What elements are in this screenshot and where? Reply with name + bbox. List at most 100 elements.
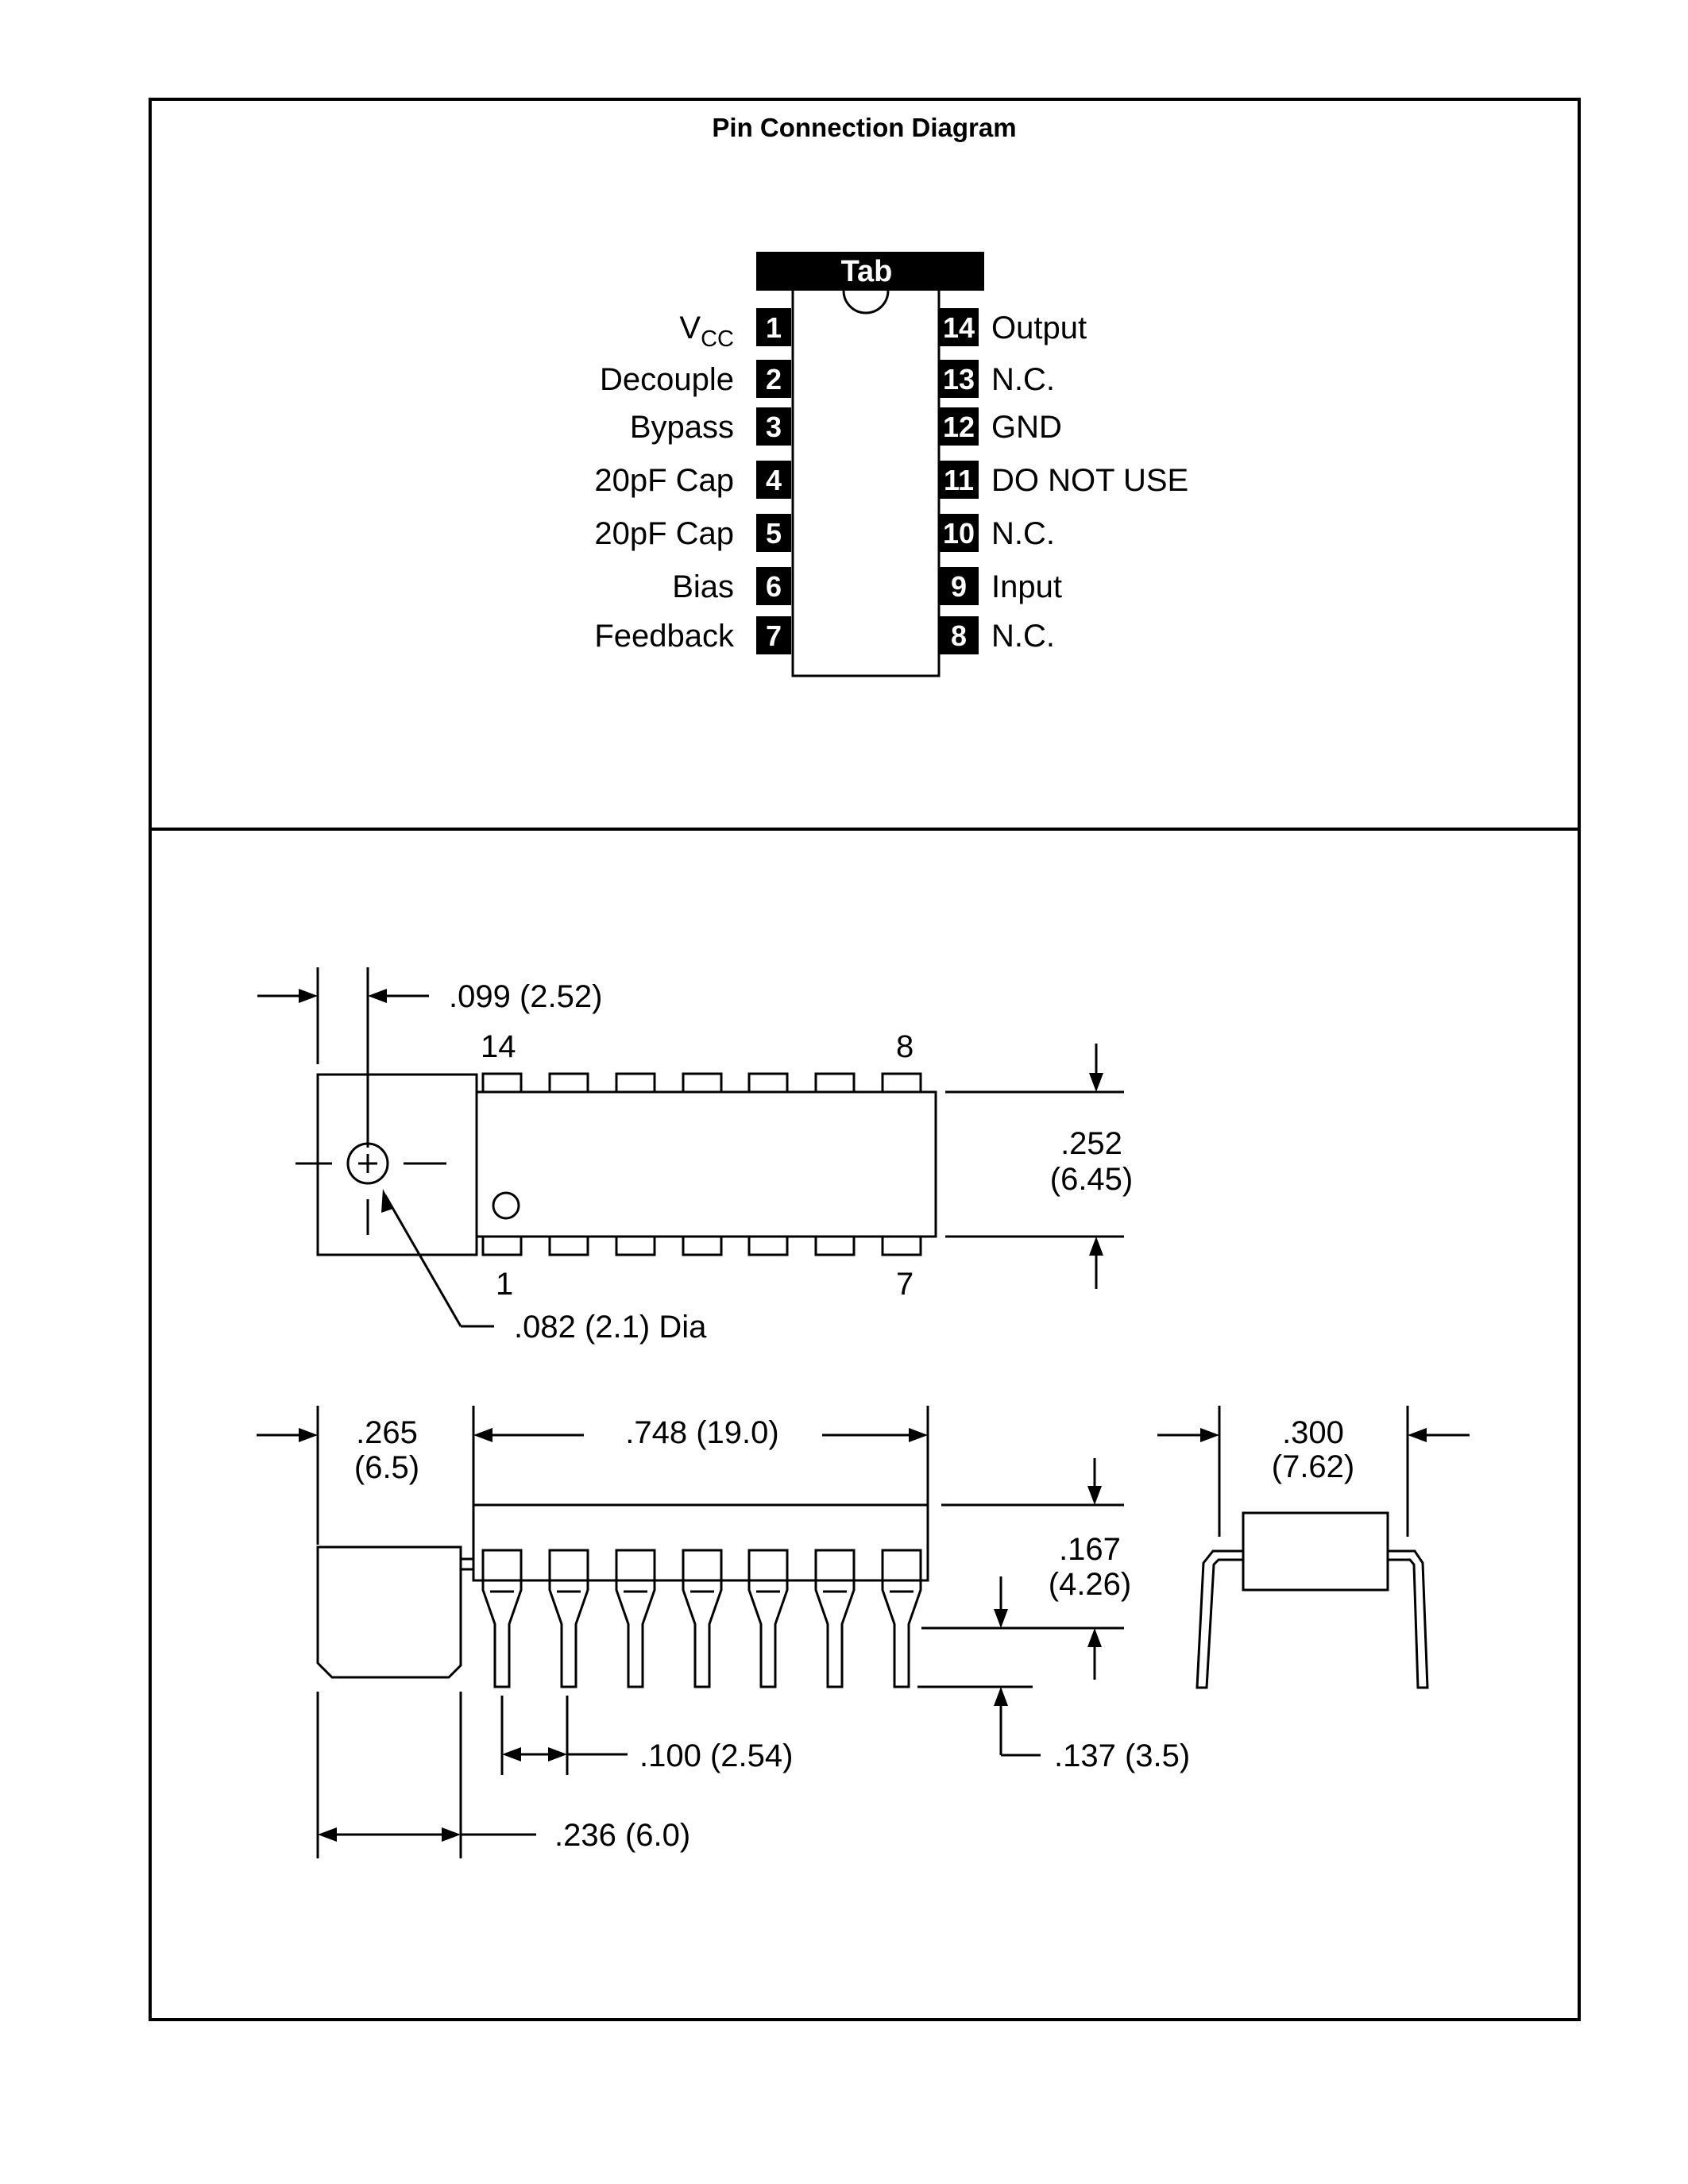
arrowhead (381, 1189, 393, 1213)
lead-stub (615, 1072, 656, 1094)
pin-number-box (756, 514, 791, 552)
lead-stub (814, 1072, 856, 1094)
pin-1: 1 VCC (679, 308, 791, 352)
arrowhead (1089, 1237, 1103, 1256)
outer-frame (149, 98, 1581, 2021)
pin-number-box (939, 308, 979, 346)
arrowhead (909, 1428, 928, 1442)
package-top-view (257, 967, 1124, 1328)
pin-13: 13 N.C. (939, 360, 1055, 398)
lead-stub (481, 1235, 523, 1256)
tab-label: Tab (841, 255, 893, 288)
body-width-mm-dim: (6.45) (1050, 1162, 1134, 1197)
lead-stub (682, 1072, 723, 1094)
pin-number-box (939, 461, 979, 499)
lead-stub (682, 1235, 723, 1256)
package-body (475, 1090, 937, 1238)
arrowhead (994, 1687, 1008, 1706)
arrowhead (442, 1827, 461, 1842)
arrowhead (994, 1609, 1008, 1628)
arrowhead (1408, 1428, 1427, 1442)
side-lead (814, 1549, 856, 1688)
pin-7: 7 Feedback (594, 616, 791, 654)
tab-length-mm-dim: (6.5) (354, 1450, 419, 1485)
pin-label: Bias (672, 569, 734, 604)
lead-stub (747, 1235, 789, 1256)
pin1-indicator (492, 1191, 520, 1220)
row-spacing-dim: .300 (1282, 1415, 1344, 1450)
arrowhead (299, 989, 318, 1003)
arrowhead (318, 1827, 337, 1842)
pin-number-box (756, 407, 791, 446)
pin-label: Input (991, 569, 1062, 604)
lead-length-dim: .137 (3.5) (1054, 1738, 1190, 1773)
pin14-label: 14 (481, 1029, 516, 1064)
end-lead-left (1196, 1549, 1243, 1689)
lead-stub (481, 1072, 523, 1094)
package-end-view (1157, 1406, 1470, 1689)
pin-number-box (756, 308, 791, 346)
pin-number: 3 (766, 411, 782, 443)
pin-label: Bypass (630, 410, 734, 445)
end-body (1242, 1511, 1389, 1592)
pin-number: 7 (766, 619, 782, 652)
pin-number: 14 (943, 311, 975, 344)
side-body (472, 1503, 929, 1582)
side-lead (481, 1549, 523, 1688)
lead-stub (548, 1072, 589, 1094)
pin-label: VCC (679, 311, 734, 352)
arrowhead (1087, 1486, 1102, 1505)
body-length-dim: .748 (19.0) (625, 1415, 778, 1450)
body-width-dim: .252 (1060, 1126, 1122, 1161)
arrowhead (1200, 1428, 1219, 1442)
pin-number-box (756, 616, 791, 654)
pin-number: 1 (766, 311, 782, 344)
package-side-view (257, 1406, 1124, 1858)
pin-number-box (756, 461, 791, 499)
pin-number: 2 (766, 363, 782, 396)
pin-6: 6 Bias (672, 567, 791, 605)
lead-stub (881, 1072, 922, 1094)
pin-number: 5 (766, 517, 782, 550)
arrowhead (368, 989, 387, 1003)
pin1-notch (842, 290, 890, 314)
pin-number-box (939, 407, 979, 446)
pin-9: 9 Input (939, 567, 1062, 605)
pin-number-box (756, 567, 791, 605)
arrowhead (299, 1428, 318, 1442)
lead-stub (747, 1072, 789, 1094)
pin-number: 13 (943, 363, 975, 396)
pin-number: 11 (944, 464, 974, 496)
pin-number: 8 (951, 619, 967, 652)
pin7-label: 7 (896, 1267, 914, 1302)
tab-width-dim: .236 (6.0) (554, 1818, 690, 1853)
ic-body (791, 286, 941, 677)
lead-stub (881, 1235, 922, 1256)
pin-number: 6 (766, 570, 782, 603)
hole-leader (384, 1194, 462, 1327)
arrowhead (1087, 1628, 1102, 1647)
pin-pitch-dim: .100 (2.54) (639, 1738, 793, 1773)
lower-lead-row (481, 1235, 922, 1256)
pin-number: 10 (943, 517, 975, 550)
side-tab (316, 1545, 462, 1679)
arrowhead (502, 1747, 521, 1761)
upper-lead-row (481, 1072, 922, 1094)
pin-label: N.C. (991, 362, 1055, 397)
pin-number-box (939, 514, 979, 552)
hole-dia-dim: .082 (2.1) Dia (514, 1310, 707, 1345)
tab-length-dim: .265 (356, 1415, 418, 1450)
tab-outline (316, 1073, 478, 1256)
pin-label: 20pF Cap (594, 516, 734, 551)
pin-label: N.C. (991, 516, 1055, 551)
pin-number-box (939, 616, 979, 654)
pin-label: Feedback (594, 619, 735, 654)
pin-number: 9 (951, 570, 967, 603)
body-height-dim: .167 (1059, 1532, 1121, 1567)
mounting-hole (346, 1142, 389, 1185)
arrowhead (473, 1428, 492, 1442)
